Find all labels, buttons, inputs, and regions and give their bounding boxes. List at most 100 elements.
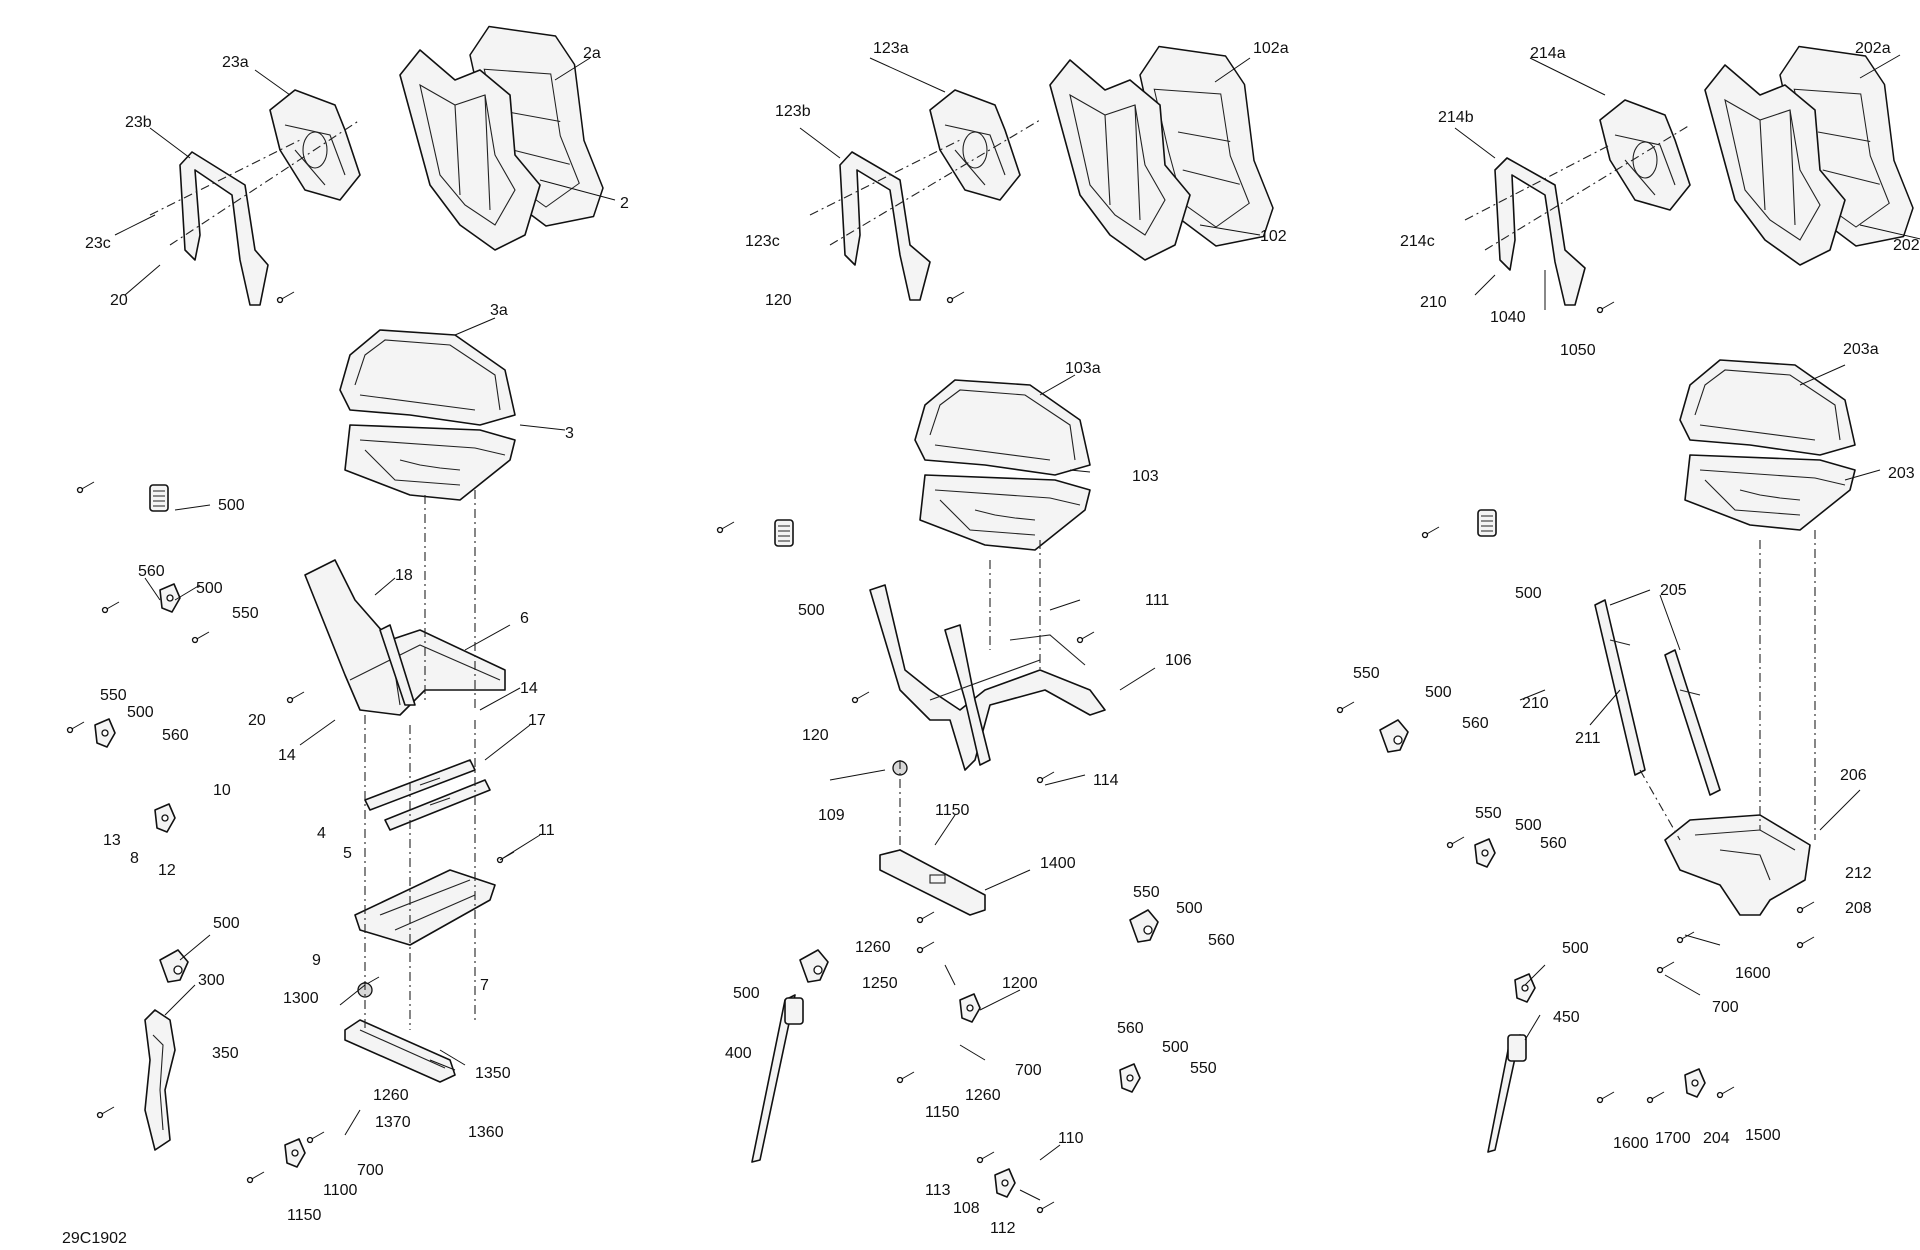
diagram-code: 29C1902 — [62, 1230, 127, 1247]
label-500: 500 — [1425, 684, 1452, 701]
label-550: 550 — [1475, 805, 1502, 822]
label-6: 6 — [520, 610, 529, 627]
label-1350: 1350 — [475, 1065, 511, 1082]
label-120: 120 — [802, 727, 829, 744]
label-1700: 1700 — [1655, 1130, 1691, 1147]
label-1100: 1100 — [323, 1182, 358, 1199]
label-1600: 1600 — [1735, 965, 1771, 982]
label-17: 17 — [528, 712, 546, 729]
label-214a: 214a — [1530, 45, 1566, 62]
label-560: 560 — [138, 563, 165, 580]
label-110: 110 — [1058, 1130, 1084, 1147]
dash-lines-middle — [899, 540, 1041, 850]
seat-frame-part-6 — [304, 559, 506, 716]
label-8: 8 — [130, 850, 139, 867]
label-1300: 1300 — [283, 990, 319, 1007]
label-13: 13 — [103, 832, 121, 849]
label-12: 12 — [158, 862, 176, 879]
label-550: 550 — [1133, 884, 1160, 901]
label-3a: 3a — [490, 302, 508, 319]
plate-part-1400 — [879, 849, 986, 916]
label-102: 102 — [1260, 228, 1287, 245]
label-1260: 1260 — [965, 1087, 1001, 1104]
hardware-middle — [716, 291, 1159, 1214]
label-500: 500 — [1176, 900, 1203, 917]
label-206: 206 — [1840, 767, 1867, 784]
label-210: 210 — [1522, 695, 1549, 712]
label-560: 560 — [1540, 835, 1567, 852]
label-18: 18 — [395, 567, 413, 584]
label-202a: 202a — [1855, 40, 1891, 57]
label-1400: 1400 — [1040, 855, 1076, 872]
label-550: 550 — [1190, 1060, 1217, 1077]
label-114: 114 — [1093, 772, 1119, 789]
label-120: 120 — [765, 292, 792, 309]
label-1150: 1150 — [925, 1104, 960, 1121]
label-500: 500 — [1162, 1039, 1189, 1056]
label-560: 560 — [1462, 715, 1489, 732]
label-2: 2 — [620, 195, 629, 212]
label-10: 10 — [213, 782, 231, 799]
label-550: 550 — [100, 687, 127, 704]
cushion-part-203 — [1679, 359, 1856, 531]
headrest-part-214a — [1599, 99, 1691, 211]
label-214b: 214b — [1438, 109, 1474, 126]
frame-part-23b — [149, 119, 361, 306]
label-211: 211 — [1575, 730, 1601, 747]
label-203a: 203a — [1843, 341, 1879, 358]
label-500: 500 — [213, 915, 240, 932]
part-labels: 23a 2a 23b 2 23c 20 3a 3 500 560 500 550… — [85, 40, 1920, 1237]
label-106: 106 — [1165, 652, 1192, 669]
leader-lines — [114, 54, 1920, 1201]
label-123b: 123b — [775, 103, 811, 120]
right-seat-assembly — [1336, 45, 1914, 1153]
headrest-part-123a — [929, 89, 1021, 201]
hardware-right — [1336, 301, 1815, 1153]
label-1150: 1150 — [935, 802, 970, 819]
label-700: 700 — [1015, 1062, 1042, 1079]
rails-part-205-211 — [1594, 599, 1721, 796]
label-212: 212 — [1845, 865, 1872, 882]
label-109: 109 — [818, 807, 845, 824]
label-500: 500 — [1515, 817, 1542, 834]
slider-part-1300 — [344, 1019, 456, 1083]
label-208: 208 — [1845, 900, 1872, 917]
label-500: 500 — [733, 985, 760, 1002]
label-23b: 23b — [125, 114, 152, 131]
label-102a: 102a — [1253, 40, 1289, 57]
label-1150: 1150 — [287, 1207, 322, 1224]
label-500: 500 — [1562, 940, 1589, 957]
label-1260: 1260 — [855, 939, 891, 956]
label-1200: 1200 — [1002, 975, 1038, 992]
label-111: 111 — [1145, 592, 1169, 609]
label-500: 500 — [127, 704, 154, 721]
label-350: 350 — [212, 1045, 239, 1062]
label-1050: 1050 — [1560, 342, 1596, 359]
label-103: 103 — [1132, 468, 1159, 485]
label-300: 300 — [198, 972, 225, 989]
label-203: 203 — [1888, 465, 1915, 482]
hardware-left — [66, 291, 515, 1184]
label-1360: 1360 — [468, 1124, 504, 1141]
rails-part-4-5 — [364, 759, 491, 831]
label-500: 500 — [1515, 585, 1542, 602]
dash-lines-left — [364, 490, 476, 1030]
label-560: 560 — [1117, 1020, 1144, 1037]
seat-frame-part-106 — [869, 584, 1106, 771]
cushion-part-3 — [339, 329, 516, 501]
label-1600: 1600 — [1613, 1135, 1649, 1152]
label-700: 700 — [1712, 999, 1739, 1016]
frame-part-214b — [1464, 124, 1691, 306]
label-5: 5 — [343, 845, 352, 862]
label-550: 550 — [232, 605, 259, 622]
headrest-part-23a — [269, 89, 361, 201]
label-14: 14 — [520, 680, 538, 697]
label-560: 560 — [1208, 932, 1235, 949]
label-202: 202 — [1893, 237, 1920, 254]
label-210: 210 — [1420, 294, 1447, 311]
label-205: 205 — [1660, 582, 1687, 599]
label-103a: 103a — [1065, 360, 1101, 377]
label-500: 500 — [218, 497, 245, 514]
label-500: 500 — [196, 580, 223, 597]
